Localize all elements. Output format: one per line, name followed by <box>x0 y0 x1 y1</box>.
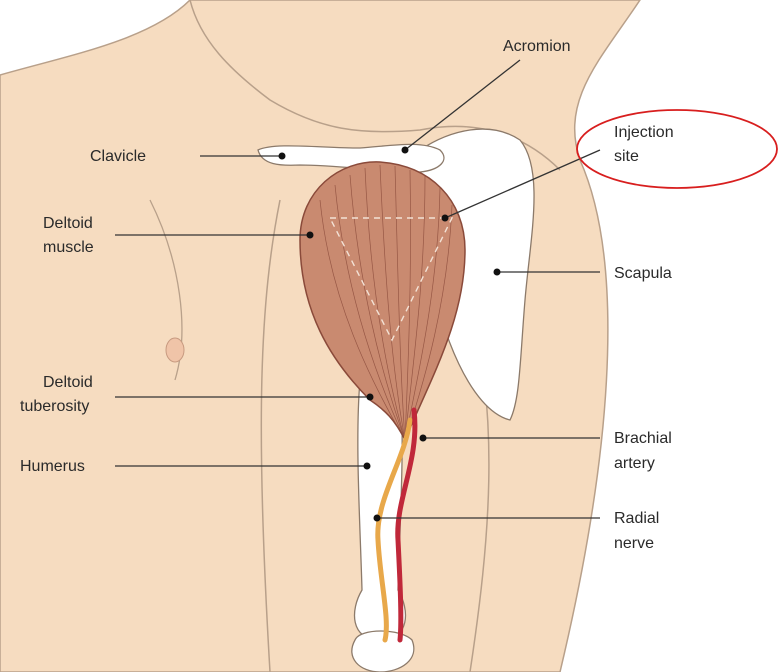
label-brachial-line2: artery <box>614 455 655 472</box>
label-acromion: Acromion <box>503 38 571 55</box>
label-deltoid-line2: muscle <box>43 239 94 256</box>
label-injection-line1: Injection <box>614 124 674 141</box>
label-tuberosity-line2: tuberosity <box>20 398 89 415</box>
label-injection-line2: site <box>614 148 639 165</box>
label-tuberosity-line1: Deltoid <box>43 374 93 391</box>
elbow-bone <box>352 631 414 672</box>
label-humerus: Humerus <box>20 458 85 475</box>
label-deltoid-line1: Deltoid <box>43 215 93 232</box>
nipple <box>166 338 184 362</box>
label-scapula: Scapula <box>614 265 672 282</box>
label-radial-line2: nerve <box>614 535 654 552</box>
body-skin <box>0 0 640 672</box>
label-brachial-line1: Brachial <box>614 430 672 447</box>
label-clavicle: Clavicle <box>90 148 146 165</box>
label-radial-line1: Radial <box>614 510 659 527</box>
